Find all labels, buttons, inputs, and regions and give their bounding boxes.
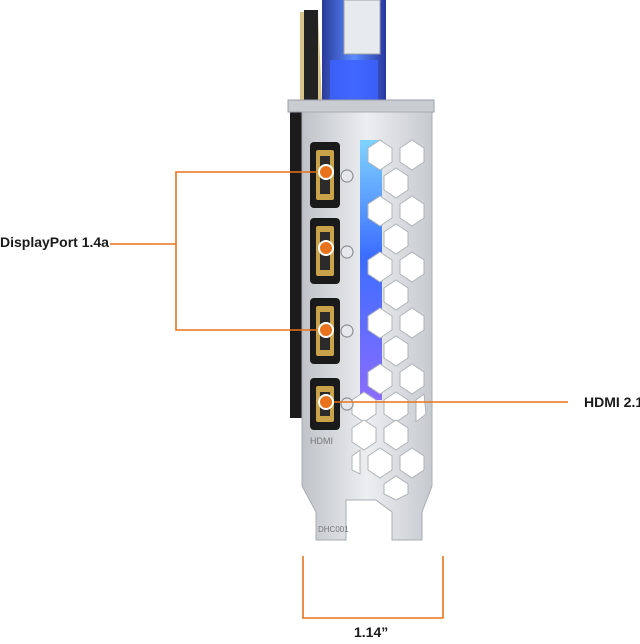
vent-holes bbox=[351, 139, 427, 501]
bracket-code: DHC001 bbox=[318, 525, 349, 534]
bracket-flange bbox=[287, 99, 435, 113]
screw-icon bbox=[340, 169, 354, 411]
waterblock-clip bbox=[343, 0, 381, 55]
hdmi-label: HDMI 2.1 bbox=[584, 394, 640, 410]
hdmi-engraving: HDMI bbox=[310, 436, 333, 446]
waterblock-fitting bbox=[330, 60, 378, 102]
callout-dot bbox=[318, 164, 334, 410]
width-dimension-label: 1.14” bbox=[354, 624, 389, 640]
callout-lines bbox=[110, 171, 568, 619]
card-top-dark bbox=[304, 10, 318, 100]
displayport-label: DisplayPort 1.4a bbox=[0, 234, 109, 250]
